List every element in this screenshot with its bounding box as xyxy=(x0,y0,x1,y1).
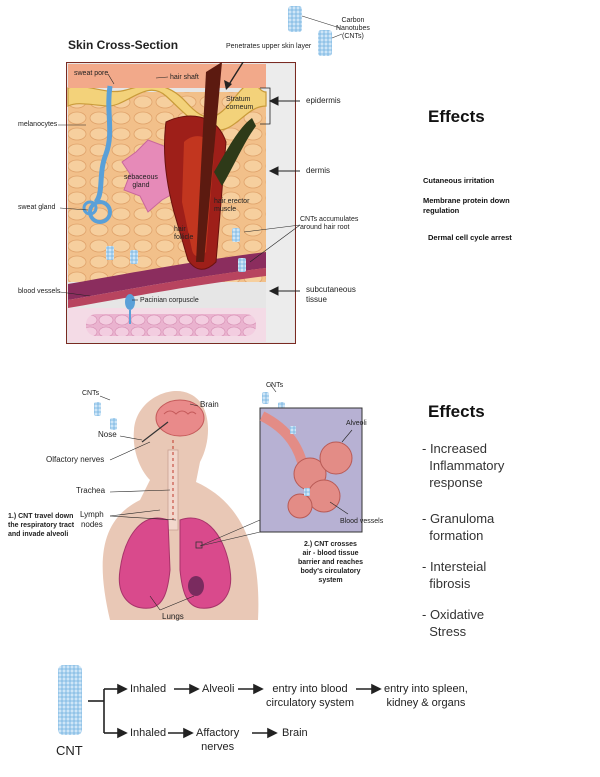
skin-section: Skin Cross-Section Carbon Nanotubes (CNT… xyxy=(0,0,600,360)
respiratory-diagram xyxy=(94,383,363,620)
label-stratum: Stratum corneum xyxy=(226,96,254,111)
layer-epidermis: epidermis xyxy=(306,96,341,105)
label-brain: Brain xyxy=(200,400,219,409)
label-melanocytes: melanocytes xyxy=(18,121,58,128)
lung-effects-title: Effects xyxy=(428,402,485,421)
flow-row1-step3: entry into blood circulatory system xyxy=(266,683,355,709)
flow-cnt-label: CNT xyxy=(56,743,83,758)
flow-row1-step2: Alveoli xyxy=(202,683,235,695)
skin-title: Skin Cross-Section xyxy=(68,38,179,52)
flow-row2-step3: Brain xyxy=(282,727,308,739)
lung-effect-1: - Increased Inflammatory response xyxy=(422,441,505,490)
flow-row2-step2: Affactory nerves xyxy=(196,727,240,753)
step-2-note: 2.) CNT crosses air - blood tissue barri… xyxy=(298,541,363,584)
label-olfactory: Olfactory nerves xyxy=(46,455,105,464)
penetrates-label: Penetrates upper skin layer xyxy=(226,43,312,50)
label-lungs: Lungs xyxy=(162,612,184,621)
label-cnts-1: CNTs xyxy=(82,390,100,397)
label-cnts-2: CNTs xyxy=(266,382,284,389)
label-pacinian: Pacinian corpuscle xyxy=(140,297,199,304)
lung-effect-3: - Intersteial fibrosis xyxy=(422,559,487,591)
label-blood-vessels: blood vessels xyxy=(18,288,61,295)
cnt-legend-icon xyxy=(288,6,343,56)
lung-effect-4: - Oxidative Stress xyxy=(422,607,485,639)
label-alveoli: Alveoli xyxy=(346,420,367,427)
label-nose: Nose xyxy=(98,430,117,439)
skin-effect-2: Membrane protein down regulation xyxy=(423,196,510,215)
label-hair-shaft: hair shaft xyxy=(170,74,199,81)
lung-section: CNTs CNTs Brain Nose Olfactory nerves Tr… xyxy=(0,370,600,650)
lung-effect-2: - Granuloma formation xyxy=(422,511,495,543)
cnt-legend-label: Carbon Nanotubes (CNTs) xyxy=(336,17,370,40)
layer-subcutaneous: subcutaneous tissue xyxy=(306,285,356,304)
flow-row2-step1: Inhaled xyxy=(130,727,167,739)
flow-section: CNT Inhaled Alveoli entry into blood cir… xyxy=(0,655,600,777)
flow-row1-step1: Inhaled xyxy=(130,683,167,695)
label-sebaceous: sebaceous gland xyxy=(124,174,158,189)
label-accumulates: CNTs accumulates around hair root xyxy=(300,216,359,231)
label-sweat-gland: sweat gland xyxy=(18,204,56,211)
flow-row1-step4: entry into spleen, kidney & organs xyxy=(384,683,468,709)
skin-effect-3: Dermal cell cycle arrest xyxy=(428,233,512,242)
skin-diagram xyxy=(66,62,296,344)
skin-effect-1: Cutaneous irritation xyxy=(423,176,495,185)
flow-arrows xyxy=(88,683,382,739)
label-follicle: hair follicle xyxy=(174,226,194,241)
label-blood-vessels-lung: Blood vessels xyxy=(340,518,384,525)
skin-effects-title: Effects xyxy=(428,107,485,126)
label-trachea: Trachea xyxy=(76,486,106,495)
label-sweat-pore: sweat pore xyxy=(74,70,109,77)
layer-dermis: dermis xyxy=(306,166,331,175)
label-lymph: Lymph nodes xyxy=(80,510,104,529)
label-erector: hair erector muscle xyxy=(214,198,250,213)
cnt-tube-icon xyxy=(58,665,82,735)
layer-arrows xyxy=(58,73,301,301)
step-1-note: 1.) CNT travel down the respiratory trac… xyxy=(8,513,75,538)
